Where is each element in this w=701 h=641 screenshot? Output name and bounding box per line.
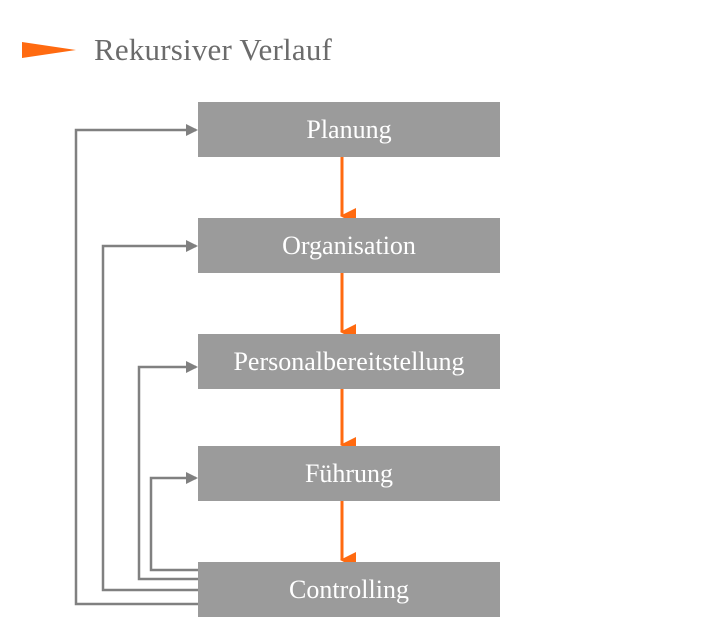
title-area: Rekursiver Verlauf [22, 30, 332, 70]
step-personalbereitstellung: Personalbereitstellung [198, 334, 500, 389]
feedback-line-organisation [101, 240, 198, 592]
step-controlling: Controlling [198, 562, 500, 617]
step-organisation: Organisation [198, 218, 500, 273]
slide-title: Rekursiver Verlauf [94, 32, 333, 67]
orange-arrow-icon [22, 42, 76, 58]
feedback-line-personalbereitstellung [137, 361, 198, 581]
step-planung: Planung [198, 102, 500, 157]
feedback-line-planung [74, 124, 198, 606]
step-fuehrung: Führung [198, 446, 500, 501]
feedback-line-fuehrung [149, 472, 198, 572]
